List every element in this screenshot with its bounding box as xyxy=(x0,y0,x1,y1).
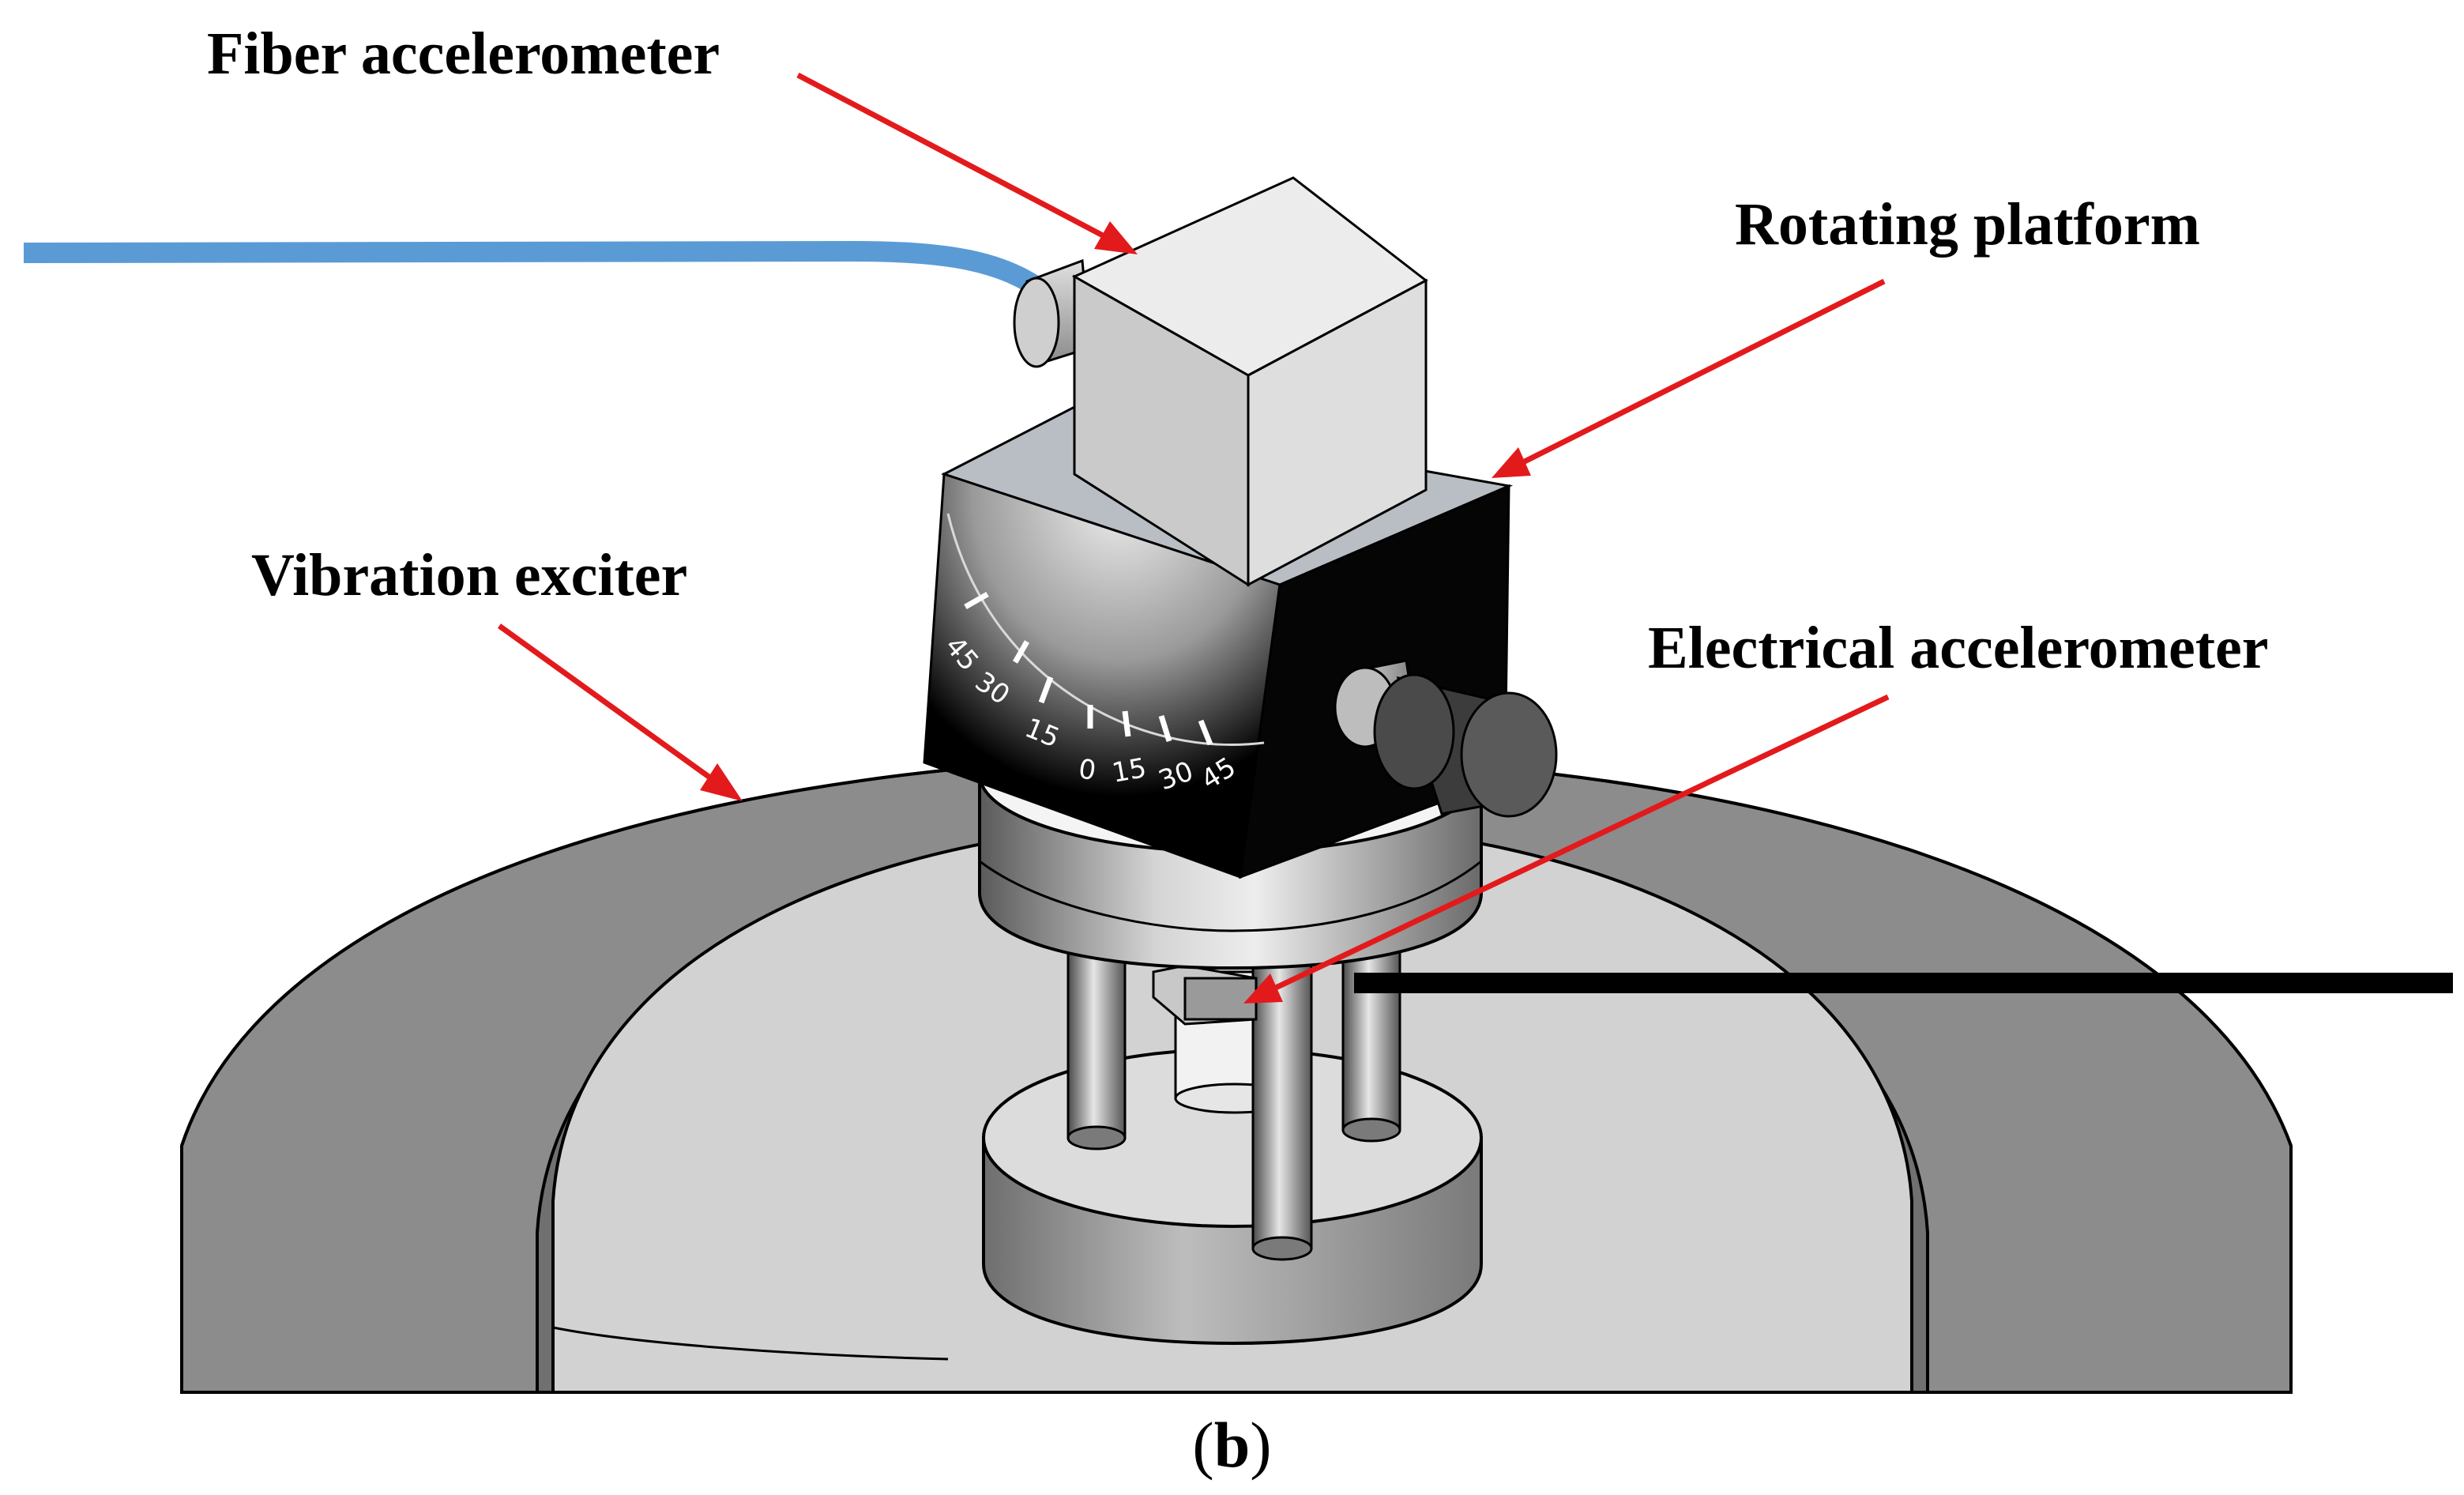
arrow-electrical-accelerometer xyxy=(1243,694,1890,1004)
dial-tick xyxy=(1038,676,1054,704)
figure-caption: (b) xyxy=(0,1413,2464,1478)
dial-tick xyxy=(1198,719,1213,746)
dial-tick-label: 15 xyxy=(1110,752,1149,789)
fiber-accelerometer-label: Fiber accelerometer xyxy=(207,21,720,87)
caption-open-paren: ( xyxy=(1192,1409,1214,1481)
arrow-vibration-exciter xyxy=(497,623,743,801)
dial-tick xyxy=(1158,714,1172,743)
rotating-platform-label: Rotating platform xyxy=(1735,191,2200,258)
electrical-accelerometer-label: Electrical accelerometer xyxy=(1648,615,2269,681)
dial-tick xyxy=(1012,640,1030,664)
arrow-rotating-platform xyxy=(1492,278,1886,478)
fiber-cable xyxy=(23,240,1053,303)
vibration-exciter-label: Vibration exciter xyxy=(251,542,688,608)
annotation-arrows xyxy=(497,72,1890,1004)
caption-letter: b xyxy=(1213,1409,1251,1481)
adjustment-knob xyxy=(1334,659,1558,818)
dial-tick xyxy=(1122,710,1131,737)
fiber-accelerometer xyxy=(23,176,1428,587)
dial-tick xyxy=(964,591,989,610)
caption-close-paren: ) xyxy=(1250,1409,1272,1481)
arrow-fiber-accelerometer xyxy=(796,72,1138,254)
